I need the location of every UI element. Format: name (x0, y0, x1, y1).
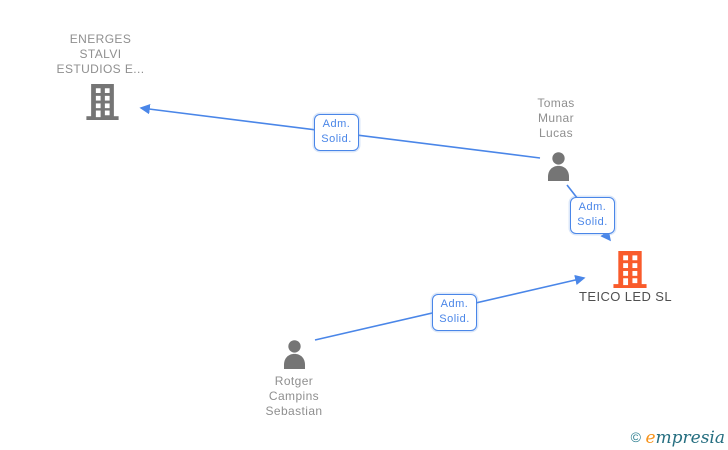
empresia-wordmark-rest: mpresia (655, 428, 726, 448)
edge-label-adm-solid-2: Adm. Solid. (570, 197, 615, 234)
company-name-line: ENERGES (69, 32, 132, 46)
edge-label-line: Solid. (439, 313, 470, 325)
person-name-line: Munar (537, 111, 574, 125)
node-label-teico[interactable]: TEICO LED SL (563, 289, 688, 304)
edge-label-line: Adm. (578, 201, 607, 213)
copyright-icon: © (630, 429, 641, 445)
building-icon[interactable] (613, 251, 647, 288)
person-name-line: Rotger (274, 374, 314, 388)
node-label-tomas[interactable]: Tomas Munar Lucas (506, 96, 606, 141)
person-name-line: Campins (268, 389, 320, 403)
company-name-line: ESTUDIOS E... (56, 62, 145, 76)
person-icon[interactable] (545, 152, 572, 181)
person-name-line: Tomas (537, 96, 575, 110)
node-label-energes[interactable]: ENERGES STALVI ESTUDIOS E... (28, 32, 173, 77)
node-label-rotger[interactable]: Rotger Campins Sebastian (244, 374, 344, 419)
edge-label-adm-solid-3: Adm. Solid. (432, 294, 477, 331)
company-name-line: TEICO LED SL (579, 289, 672, 304)
company-name-line: STALVI (79, 47, 122, 61)
building-icon[interactable] (86, 84, 119, 120)
edge-label-line: Adm. (440, 298, 469, 310)
edge-label-line: Solid. (577, 216, 608, 228)
person-name-line: Sebastian (265, 404, 323, 418)
person-name-line: Lucas (538, 126, 574, 140)
edge-label-adm-solid-1: Adm. Solid. (314, 114, 359, 151)
empresia-wordmark-initial: e (645, 428, 656, 448)
edge-label-line: Solid. (321, 133, 352, 145)
person-icon[interactable] (281, 340, 308, 369)
empresia-logo[interactable]: © empresia (631, 428, 725, 448)
empresia-wordmark: empresia (645, 428, 725, 448)
edge-label-line: Adm. (322, 118, 351, 130)
